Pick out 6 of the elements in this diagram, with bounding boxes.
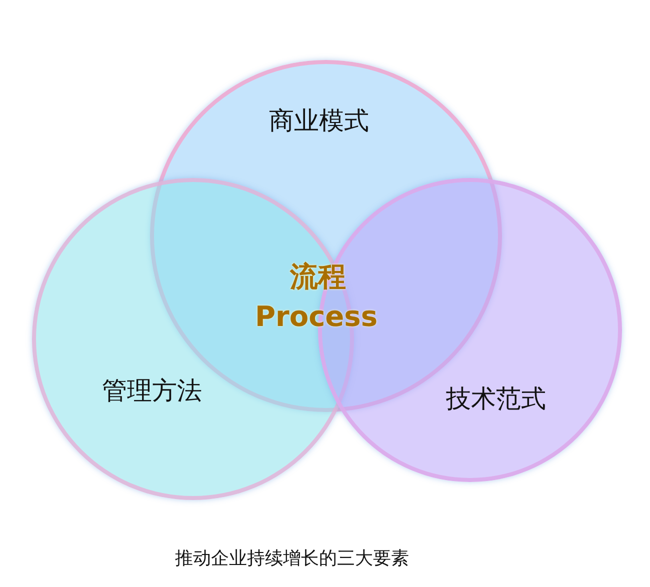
center-label: Process	[255, 300, 378, 333]
circle-label: 管理方法	[102, 375, 202, 407]
center-label: 流程	[290, 259, 346, 295]
circle-label: 技术范式	[446, 383, 546, 415]
caption: 推动企业持续增长的三大要素	[175, 547, 409, 570]
circle-label: 商业模式	[269, 105, 369, 137]
